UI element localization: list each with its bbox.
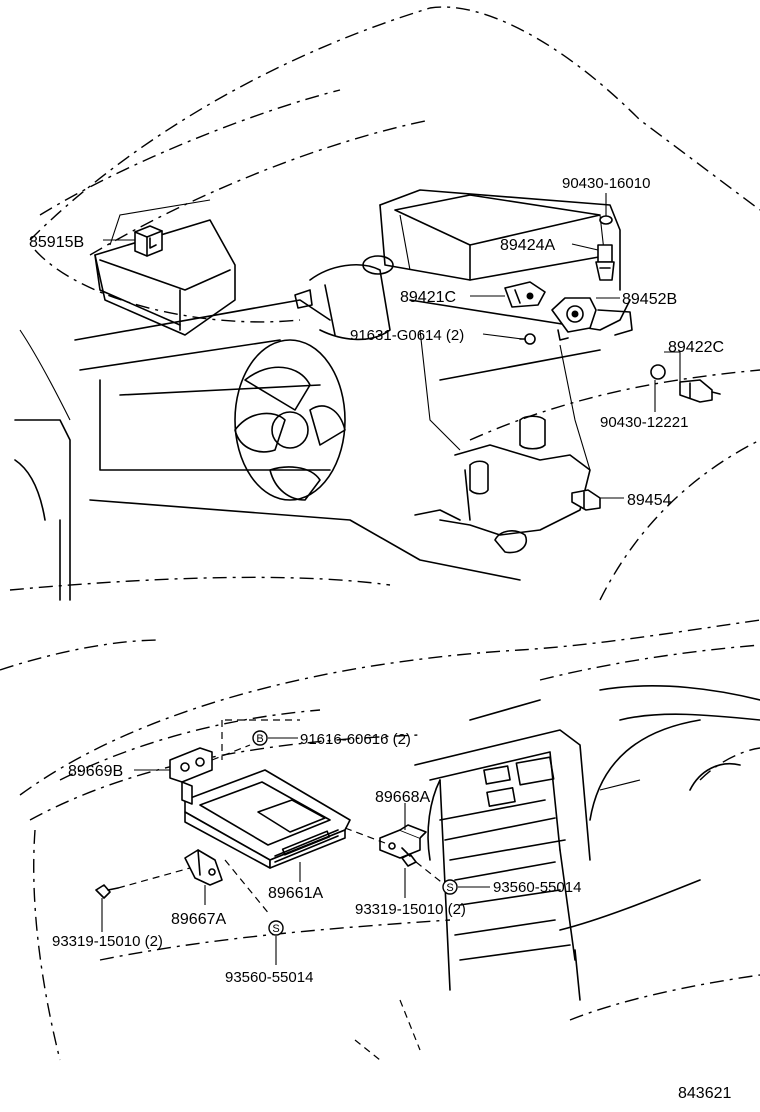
sensor-89422C	[679, 379, 721, 403]
label-90430-16010: 90430-16010	[562, 175, 650, 192]
label-89661A: 89661A	[268, 885, 323, 902]
leader-lines-bottom	[101, 737, 490, 965]
gasket-90430-16010	[599, 215, 613, 225]
label-90430-12221: 90430-12221	[600, 414, 688, 431]
leader-lines-top	[103, 193, 681, 499]
sensor-89421C	[504, 281, 546, 308]
label-89667A: 89667A	[171, 911, 226, 928]
engine-bay-illustration	[9, 6, 760, 601]
symbol-s-right: S	[442, 879, 458, 895]
label-89422C: 89422C	[668, 339, 724, 356]
label-93319-15010-right: 93319-15010 (2)	[355, 901, 466, 918]
svg-text:S: S	[272, 923, 279, 935]
svg-text:B: B	[256, 733, 263, 745]
fan-illustration	[234, 339, 346, 501]
diagram-code: 843621	[678, 1085, 731, 1102]
label-89421C: 89421C	[400, 289, 456, 306]
label-89454: 89454	[627, 492, 672, 509]
screw-93319-left	[95, 884, 119, 899]
sensor-89454	[571, 489, 601, 511]
assembly-lines-bottom	[117, 744, 446, 916]
label-93560-55014-right: 93560-55014	[493, 879, 581, 896]
label-89424A: 89424A	[500, 237, 555, 254]
ecu-89661A	[184, 769, 351, 869]
label-89668A: 89668A	[375, 789, 430, 806]
label-89452B: 89452B	[622, 291, 677, 308]
label-89669B: 89669B	[68, 763, 123, 780]
throttle-sensor-89452B	[551, 297, 597, 341]
gasket-90430-12221	[650, 364, 666, 380]
bolt-91631-G0614	[519, 333, 536, 345]
relay-box	[94, 199, 236, 336]
label-85915B: 85915B	[29, 234, 84, 251]
sensor-89424A	[595, 244, 615, 281]
label-91616-60616: 91616-60616 (2)	[300, 731, 411, 748]
relay-85915B	[134, 225, 163, 257]
bracket-89667A	[184, 849, 223, 886]
svg-text:S: S	[446, 882, 453, 894]
bracket-89669B	[169, 747, 213, 805]
symbol-s-bottom: S	[268, 920, 284, 936]
label-93560-55014-bottom: 93560-55014	[225, 969, 313, 986]
dashboard-illustration	[0, 619, 760, 1061]
label-91631-G0614: 91631-G0614 (2)	[350, 327, 464, 344]
symbol-b-bolt: B	[252, 730, 268, 746]
label-93319-15010-left: 93319-15010 (2)	[52, 933, 163, 950]
bracket-89668A	[379, 824, 427, 859]
